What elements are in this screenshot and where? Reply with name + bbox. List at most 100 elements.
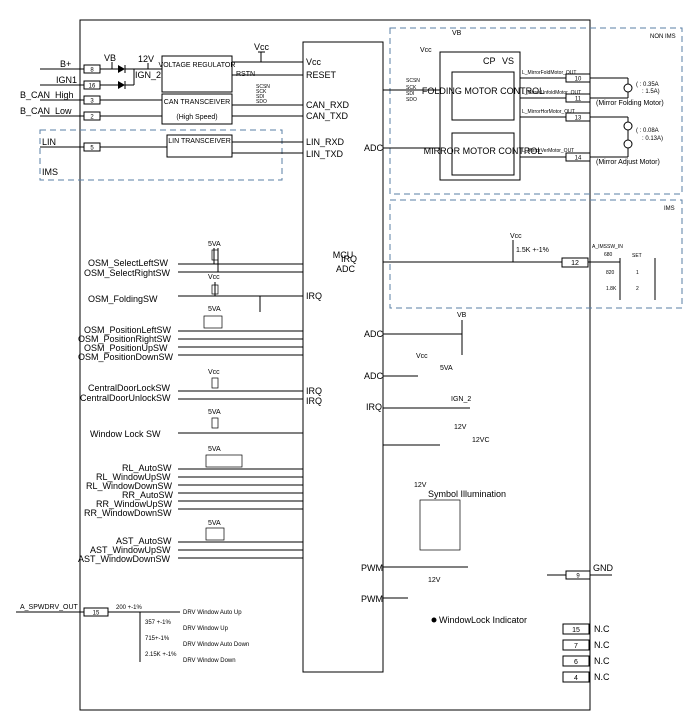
rl-window-up: RL_WindowUpSW [96,472,171,482]
v12-transistor: 12V [454,424,467,431]
non-ims-region [389,27,683,195]
sw-5va-3: 5VA [208,409,221,416]
ims-sw2: 2 [636,286,639,292]
mcu-pwm-2: PWM [361,594,383,604]
ast-auto: AST_AutoSW [116,536,172,546]
spwdrv-signal: A_SPWDRV_OUT [20,604,79,611]
b-can-high-label: B_CAN_High [20,90,74,100]
spi-sck: SCK [256,89,267,95]
spwdrv-r1: 200 +-1% [116,605,143,611]
ims-label: IMS [42,167,58,177]
adjust-motor-label: (Mirror Adjust Motor) [596,159,660,166]
lin-ims-region [39,129,283,181]
windowlock-indicator: WindowLock Indicator [439,615,527,625]
adjust-rating-1: ( : 0.08A [636,128,659,134]
can-transceiver-sub: (High Speed) [176,114,217,121]
mcu-block [302,41,384,673]
voltage-regulator [161,55,233,93]
b-can-low-label: B_CAN_Low [20,106,72,116]
left-pin-boxes: 8 16 3 2 5 [83,64,101,152]
mcu-irq-2: IRQ [306,386,322,396]
driver-cp: CP [483,56,496,66]
mirror-motor-control [451,132,515,176]
nc-pin-15: 15 [572,627,580,634]
ecu-outline [79,19,591,711]
pin-16: 16 [89,84,96,90]
v12-label: 12V [138,54,154,64]
spwdrv-pin: 15 [93,611,100,617]
nc-pin-4: 4 [574,675,578,682]
can-transceiver-label: CAN TRANSCEIVER [164,99,230,106]
ims-signal: A_IMSSW_IN [592,244,623,250]
mcu-lin-txd: LIN_TXD [306,149,344,159]
spi-sdi-2: SDI [406,91,414,97]
pin-2: 2 [90,115,94,121]
lin-transceiver-label: LIN TRANSCEIVER [168,138,231,145]
sw-vcc-2: Vcc [208,369,220,376]
non-ims-vb: VB [452,30,462,37]
mcu-reset: RESET [306,70,337,80]
ims-set: SET [632,253,642,259]
out-pin-11: 11 [575,97,582,103]
spwdrv-r2: 357 +-1% [145,620,172,626]
mcu-adc-2: ADC [364,329,384,339]
nc-label-15: N.C [594,624,610,634]
ign2-label: IGN_2 [135,70,161,80]
spi-scsn: SCSN [256,84,270,90]
spi-sdo-2: SDO [406,97,417,103]
ign1-label: IGN1 [56,75,77,85]
spwdrv-out-4: DRV Window Down [183,658,236,664]
nc-label-6: N.C [594,656,610,666]
rr-auto: RR_AutoSW [122,490,174,500]
ims-1k5: 1.5K +-1% [516,247,549,254]
rr-window-down: RR_WindowDownSW [84,508,172,518]
v12c-label: 12VC [472,437,490,444]
vcc-top-label: Vcc [254,42,270,52]
adc2-vb: VB [457,312,467,319]
irq-ign2: IGN_2 [451,396,471,403]
hor-motor-icon [623,121,633,131]
central-door-unlock: CentralDoorUnlockSW [80,393,171,403]
b-plus-label: B+ [60,59,71,69]
ims-title: IMS [664,206,675,212]
vb-label: VB [104,53,116,63]
adc3-vcc: Vcc [416,353,428,360]
osm-select-left: OSM_SelectLeftSW [88,258,169,268]
nc-pins: 15 N.C 7 N.C 6 N.C 4 N.C [562,623,610,683]
illum-12v: 12V [414,482,427,489]
osm-folding: OSM_FoldingSW [88,294,158,304]
ims-pin: 12 [571,260,579,267]
rr-window-up: RR_WindowUpSW [96,499,173,509]
fold-motor-label: (Mirror Folding Motor) [596,100,664,107]
sw-5va-1: 5VA [208,241,221,248]
nc-label-7: N.C [594,640,610,650]
driver-vs: VS [502,56,514,66]
out-pin-14: 14 [575,156,582,162]
mcu-can-txd: CAN_TXD [306,111,349,121]
osm-position-up: OSM_PositionUpSW [84,343,168,353]
folding-motor-icon [623,83,633,93]
folding-motor-control-label: FOLDING MOTOR CONTROL [422,86,544,96]
mcu-irq-3: IRQ [306,396,322,406]
ims-r1k8: 1.8K [606,286,617,292]
mcu-vcc: Vcc [306,57,322,67]
pin-5: 5 [90,146,94,152]
lin-label: LIN [42,137,56,147]
osm-position-left: OSM_PositionLeftSW [84,325,172,335]
mcu-adc-1: ADC [364,143,384,153]
mcu-irq-4: IRQ [366,402,382,412]
ast-window-up: AST_WindowUpSW [90,545,171,555]
out-fold: L_MirrorFoldMotor_OUT [522,70,576,76]
ims-r820: 820 [606,270,615,276]
mcu-adc-3: ADC [364,371,384,381]
ver-motor-icon [623,139,633,149]
sw-vcc-1: Vcc [208,274,220,281]
ims-sw1: 1 [636,270,639,276]
mcu-lin-rxd: LIN_RXD [306,137,345,147]
osm-select-right: OSM_SelectRightSW [84,268,171,278]
sw-5va-2: 5VA [208,306,221,313]
window-lock-sw: Window Lock SW [90,429,161,439]
non-ims-vcc: Vcc [420,47,432,54]
mcu-label: MCU [333,250,354,260]
